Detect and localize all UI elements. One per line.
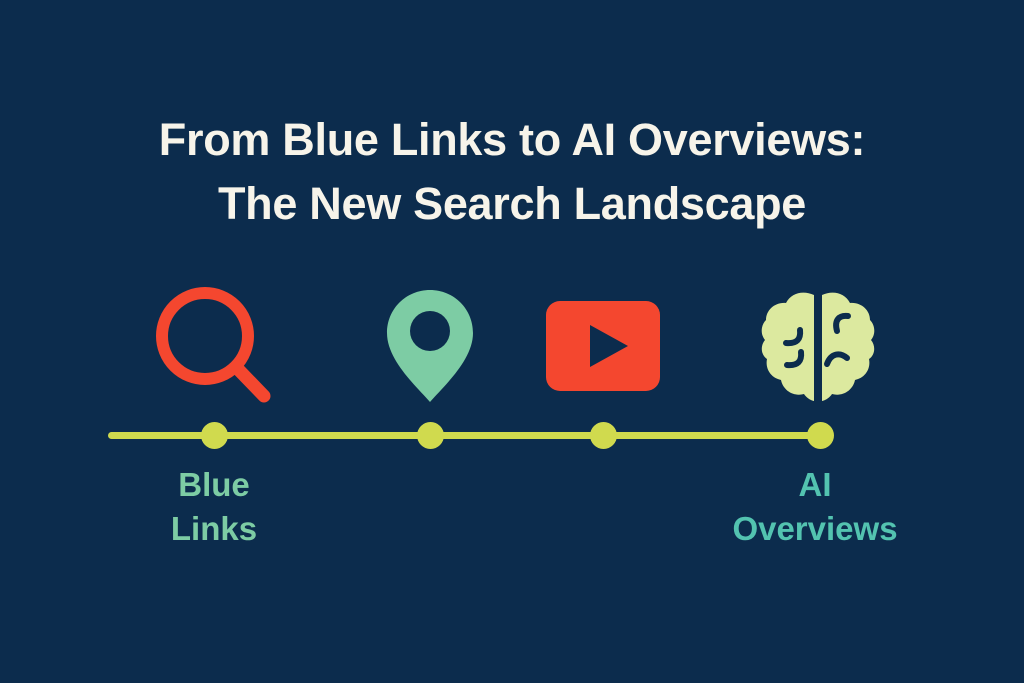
timeline-dot[interactable] — [589, 422, 617, 449]
stage-label-blue-links: Blue Links — [170, 466, 258, 547]
title-line-1: From Blue Links to AI Overviews: — [158, 114, 866, 165]
brain-icon — [753, 283, 883, 408]
stage-label-ai-overviews: AI Overviews — [732, 466, 898, 547]
video-play-icon — [538, 283, 668, 408]
video-play-icon-glyph — [546, 300, 660, 391]
title-line-2: The New Search Landscape — [217, 178, 807, 229]
timeline-track — [108, 432, 820, 439]
page-title: From Blue Links to AI Overviews: The New… — [0, 108, 1024, 236]
icon-row — [0, 283, 1024, 408]
map-pin-icon — [365, 283, 495, 408]
timeline — [0, 408, 1024, 463]
map-pin-icon-glyph — [387, 289, 473, 402]
timeline-dot[interactable] — [416, 422, 444, 449]
search-icon — [149, 283, 279, 408]
timeline-dot[interactable] — [806, 422, 834, 449]
stage-labels: Blue Links AI Overviews — [0, 463, 1024, 573]
search-icon-glyph — [156, 286, 271, 402]
timeline-dot[interactable] — [200, 422, 228, 449]
brain-icon-glyph — [761, 292, 875, 401]
